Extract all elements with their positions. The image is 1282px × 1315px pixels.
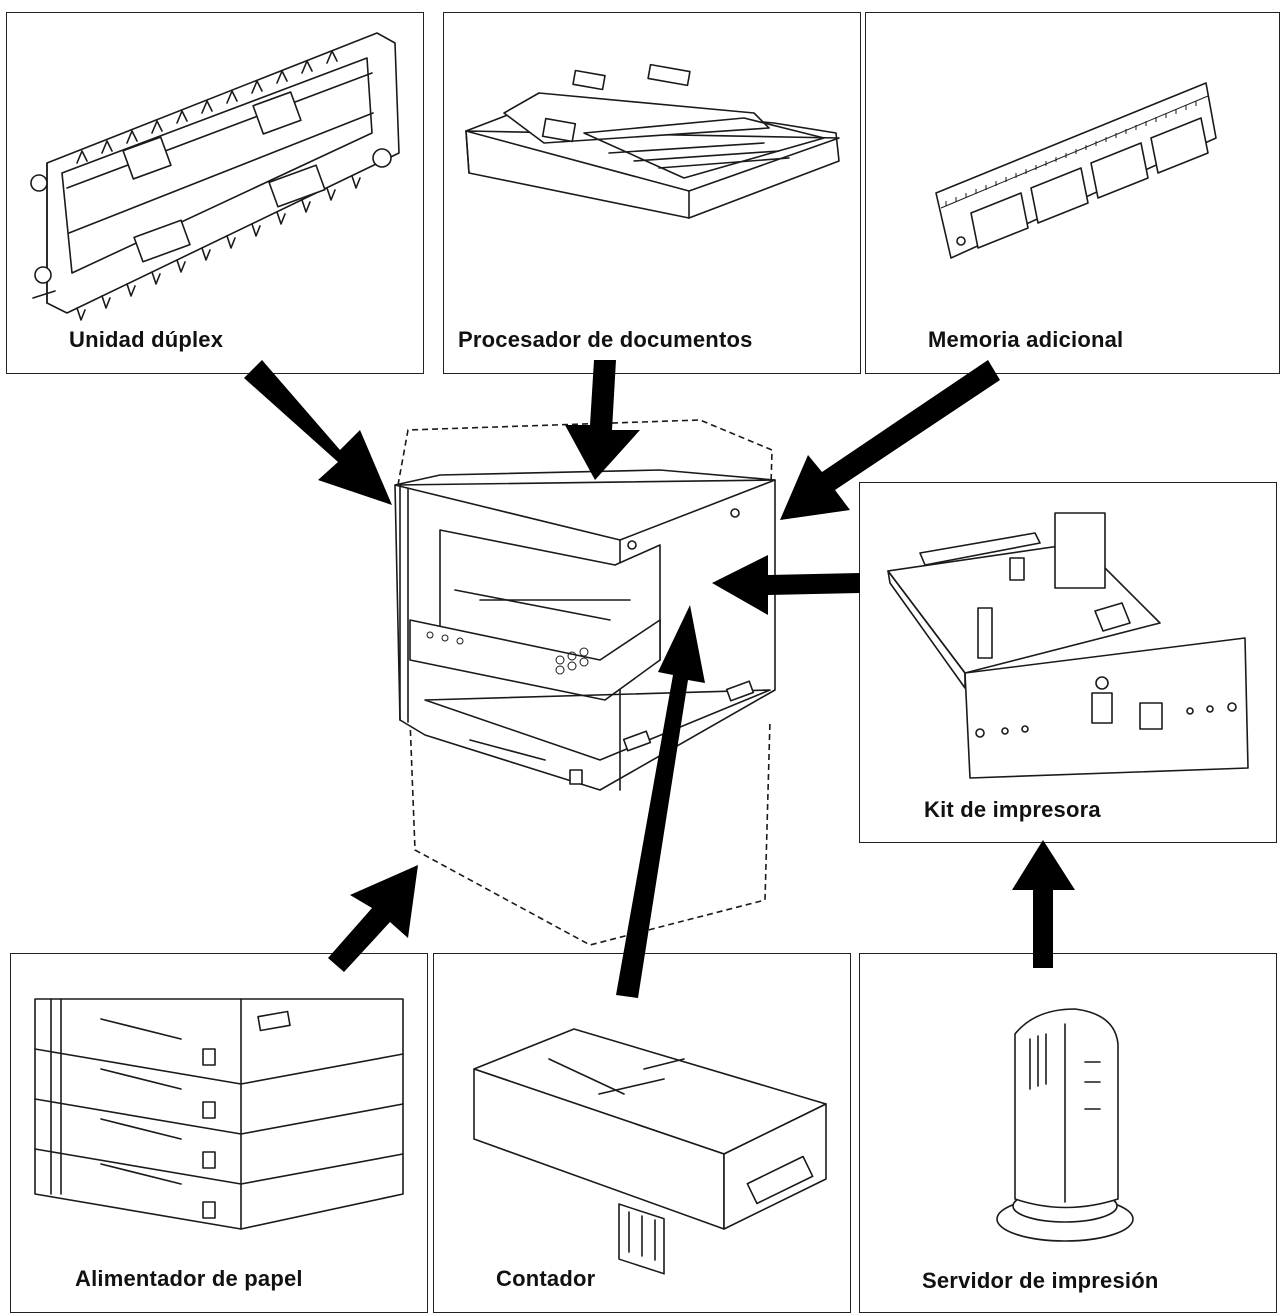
paper-feeder-icon — [34, 998, 404, 1230]
print-server-label: Servidor de impresión — [922, 1268, 1159, 1293]
arrow-printer-kit — [712, 555, 860, 615]
duplex-unit-icon — [30, 32, 400, 321]
duplex-unit-label: Unidad dúplex — [69, 327, 224, 352]
key-counter-icon — [473, 1028, 827, 1275]
memory-module-icon — [935, 82, 1217, 259]
printer-kit-label: Kit de impresora — [924, 797, 1101, 822]
panel-memory: Memoria adicional — [865, 12, 1280, 374]
arrow-counter — [616, 605, 705, 998]
document-processor-icon — [465, 63, 840, 219]
print-server-icon — [996, 1008, 1134, 1242]
document-processor-label: Procesador de documentos — [458, 327, 753, 352]
arrow-paper-feeder — [328, 865, 418, 972]
printer-board-icon — [887, 512, 1249, 779]
arrow-memory — [780, 360, 1000, 520]
arrow-duplex — [244, 360, 392, 505]
panel-document-processor: Procesador de documentos — [443, 12, 861, 374]
panel-duplex-unit: Unidad dúplex — [6, 12, 424, 374]
panel-printer-kit: Kit de impresora — [859, 482, 1277, 843]
panel-counter: Contador — [433, 953, 851, 1313]
counter-label: Contador — [496, 1266, 596, 1291]
memory-label: Memoria adicional — [928, 327, 1124, 352]
arrow-print-server — [1012, 840, 1075, 968]
arrow-document-processor — [565, 360, 640, 480]
paper-feeder-label: Alimentador de papel — [75, 1266, 303, 1291]
copier-icon — [394, 419, 776, 946]
panel-print-server: Servidor de impresión — [859, 953, 1277, 1313]
panel-paper-feeder: Alimentador de papel — [10, 953, 428, 1313]
